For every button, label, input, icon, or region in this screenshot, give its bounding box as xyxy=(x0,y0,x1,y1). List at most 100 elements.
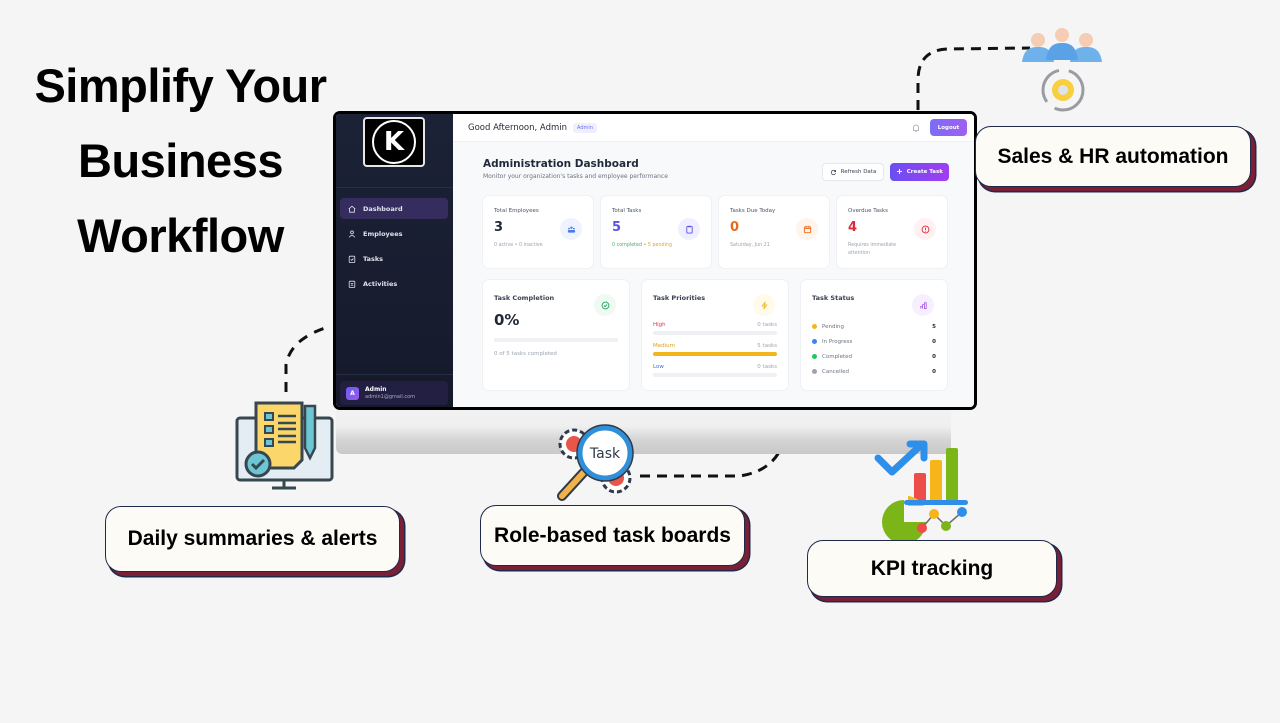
bar-chart-icon xyxy=(912,294,934,316)
status-name: Pending xyxy=(822,323,844,330)
bell-icon[interactable] xyxy=(911,123,921,133)
avatar: A xyxy=(346,386,359,400)
task-priorities-card: Task Priorities High 0 tasks Medium 5 ta… xyxy=(642,280,788,390)
status-count: 5 xyxy=(932,323,936,330)
priority-name: Low xyxy=(653,364,664,370)
priority-bar-high xyxy=(653,331,777,335)
task-icon-label: Task xyxy=(589,446,621,462)
team-icon xyxy=(560,218,582,240)
divider xyxy=(336,374,453,375)
pending-count: 5 pending xyxy=(647,243,672,248)
topbar: Good Afternoon, Admin Admin Logout xyxy=(453,114,974,142)
stat-sub: Saturday, Jun 21 xyxy=(730,243,770,248)
stat-sub: 0 active • 0 inactive xyxy=(494,243,543,248)
status-count: 0 xyxy=(932,353,936,360)
create-label: Create Task xyxy=(906,169,943,175)
alert-circle-icon xyxy=(914,218,936,240)
separator: • xyxy=(642,243,648,248)
feature-sales-hr: Sales & HR automation xyxy=(975,126,1251,187)
stat-sub: Requires immediate attention xyxy=(848,243,897,256)
refresh-data-button[interactable]: Refresh Data xyxy=(822,163,884,181)
sidebar-item-label: Tasks xyxy=(363,254,384,263)
sidebar: K Dashboard Employees Tasks xyxy=(336,114,453,407)
user-email: admin1@gmail.com xyxy=(365,394,416,400)
headline-line-3: Workflow xyxy=(77,209,284,262)
user-name: Admin xyxy=(365,386,387,393)
greeting: Good Afternoon, Admin xyxy=(468,122,568,133)
logout-button[interactable]: Logout xyxy=(930,119,967,136)
priority-count: 0 tasks xyxy=(757,364,777,370)
priority-count: 5 tasks xyxy=(757,343,777,349)
stat-label: Total Tasks xyxy=(612,208,642,214)
completion-progress-bar xyxy=(494,338,618,342)
stat-value: 5 xyxy=(612,220,622,235)
sidebar-item-label: Activities xyxy=(363,279,398,288)
create-task-button[interactable]: + Create Task xyxy=(890,163,949,181)
headline: Simplify Your Business Workflow xyxy=(18,48,343,273)
feature-daily-summaries: Daily summaries & alerts xyxy=(105,506,400,572)
stat-card-total-employees: Total Employees 3 0 active • 0 inactive xyxy=(483,196,593,268)
clipboard-list-icon xyxy=(348,280,356,288)
priority-count: 0 tasks xyxy=(757,322,777,328)
priority-bar-low xyxy=(653,373,777,377)
status-count: 0 xyxy=(932,368,936,375)
feature-kpi-tracking: KPI tracking xyxy=(807,540,1057,597)
app-logo[interactable]: K xyxy=(363,117,425,167)
stat-sub: 0 completed • 5 pending xyxy=(612,242,702,250)
stat-label: Tasks Due Today xyxy=(730,208,776,214)
sidebar-item-employees[interactable]: Employees xyxy=(340,223,448,244)
headline-line-1: Simplify Your xyxy=(34,59,327,112)
stat-card-tasks-due-today: Tasks Due Today 0 Saturday, Jun 21 xyxy=(719,196,829,268)
monitor-screen: K Dashboard Employees Tasks xyxy=(333,111,977,410)
priority-bar-medium xyxy=(653,352,777,356)
sidebar-item-label: Dashboard xyxy=(363,204,403,213)
status-name: In Progress xyxy=(822,338,853,345)
refresh-icon xyxy=(830,169,836,175)
task-search-icon: Task xyxy=(557,424,634,501)
refresh-label: Refresh Data xyxy=(840,169,877,175)
daily-summaries-icon xyxy=(235,401,334,490)
priority-name: Medium xyxy=(653,343,675,349)
logo-k-icon: K xyxy=(372,120,416,164)
user-profile-card[interactable]: A Admin admin1@gmail.com xyxy=(340,381,448,405)
task-status-card: Task Status Pending 5 In Progress 0 xyxy=(801,280,947,390)
clipboard-icon xyxy=(678,218,700,240)
plus-icon: + xyxy=(896,167,903,176)
status-dot xyxy=(812,354,817,359)
status-dot xyxy=(812,324,817,329)
check-circle-icon xyxy=(594,294,616,316)
status-row-in-progress: In Progress 0 xyxy=(812,337,936,346)
stat-label: Total Employees xyxy=(494,208,539,214)
completion-percent: 0% xyxy=(494,311,520,329)
stat-label: Overdue Tasks xyxy=(848,208,888,214)
divider xyxy=(336,187,453,188)
page-subtitle: Monitor your organization's tasks and em… xyxy=(483,173,668,180)
status-dot xyxy=(812,369,817,374)
status-name: Completed xyxy=(822,353,852,360)
status-dot xyxy=(812,339,817,344)
sidebar-item-dashboard[interactable]: Dashboard xyxy=(340,198,448,219)
status-name: Cancelled xyxy=(822,368,850,375)
sidebar-item-activities[interactable]: Activities xyxy=(340,273,448,294)
lightning-icon xyxy=(753,294,775,316)
stat-value: 0 xyxy=(730,220,740,235)
kpi-chart-icon xyxy=(874,440,968,540)
sidebar-item-tasks[interactable]: Tasks xyxy=(340,248,448,269)
completed-count: 0 completed xyxy=(612,243,643,248)
status-row-completed: Completed 0 xyxy=(812,352,936,361)
stat-value: 4 xyxy=(848,220,858,235)
completion-caption: 0 of 5 tasks completed xyxy=(494,351,557,357)
task-completion-card: Task Completion 0% 0 of 5 tasks complete… xyxy=(483,280,629,390)
sidebar-nav: Dashboard Employees Tasks Activities xyxy=(340,198,448,298)
feature-task-boards: Role-based task boards xyxy=(480,505,745,566)
stat-card-overdue-tasks: Overdue Tasks 4 Requires immediate atten… xyxy=(837,196,947,268)
stat-value: 3 xyxy=(494,220,504,235)
clipboard-check-icon xyxy=(348,255,356,263)
card-title: Task Priorities xyxy=(653,294,706,302)
headline-line-2: Business xyxy=(78,134,283,187)
card-title: Task Status xyxy=(812,294,855,302)
stat-card-total-tasks: Total Tasks 5 0 completed • 5 pending xyxy=(601,196,711,268)
status-row-pending: Pending 5 xyxy=(812,322,936,331)
status-count: 0 xyxy=(932,338,936,345)
